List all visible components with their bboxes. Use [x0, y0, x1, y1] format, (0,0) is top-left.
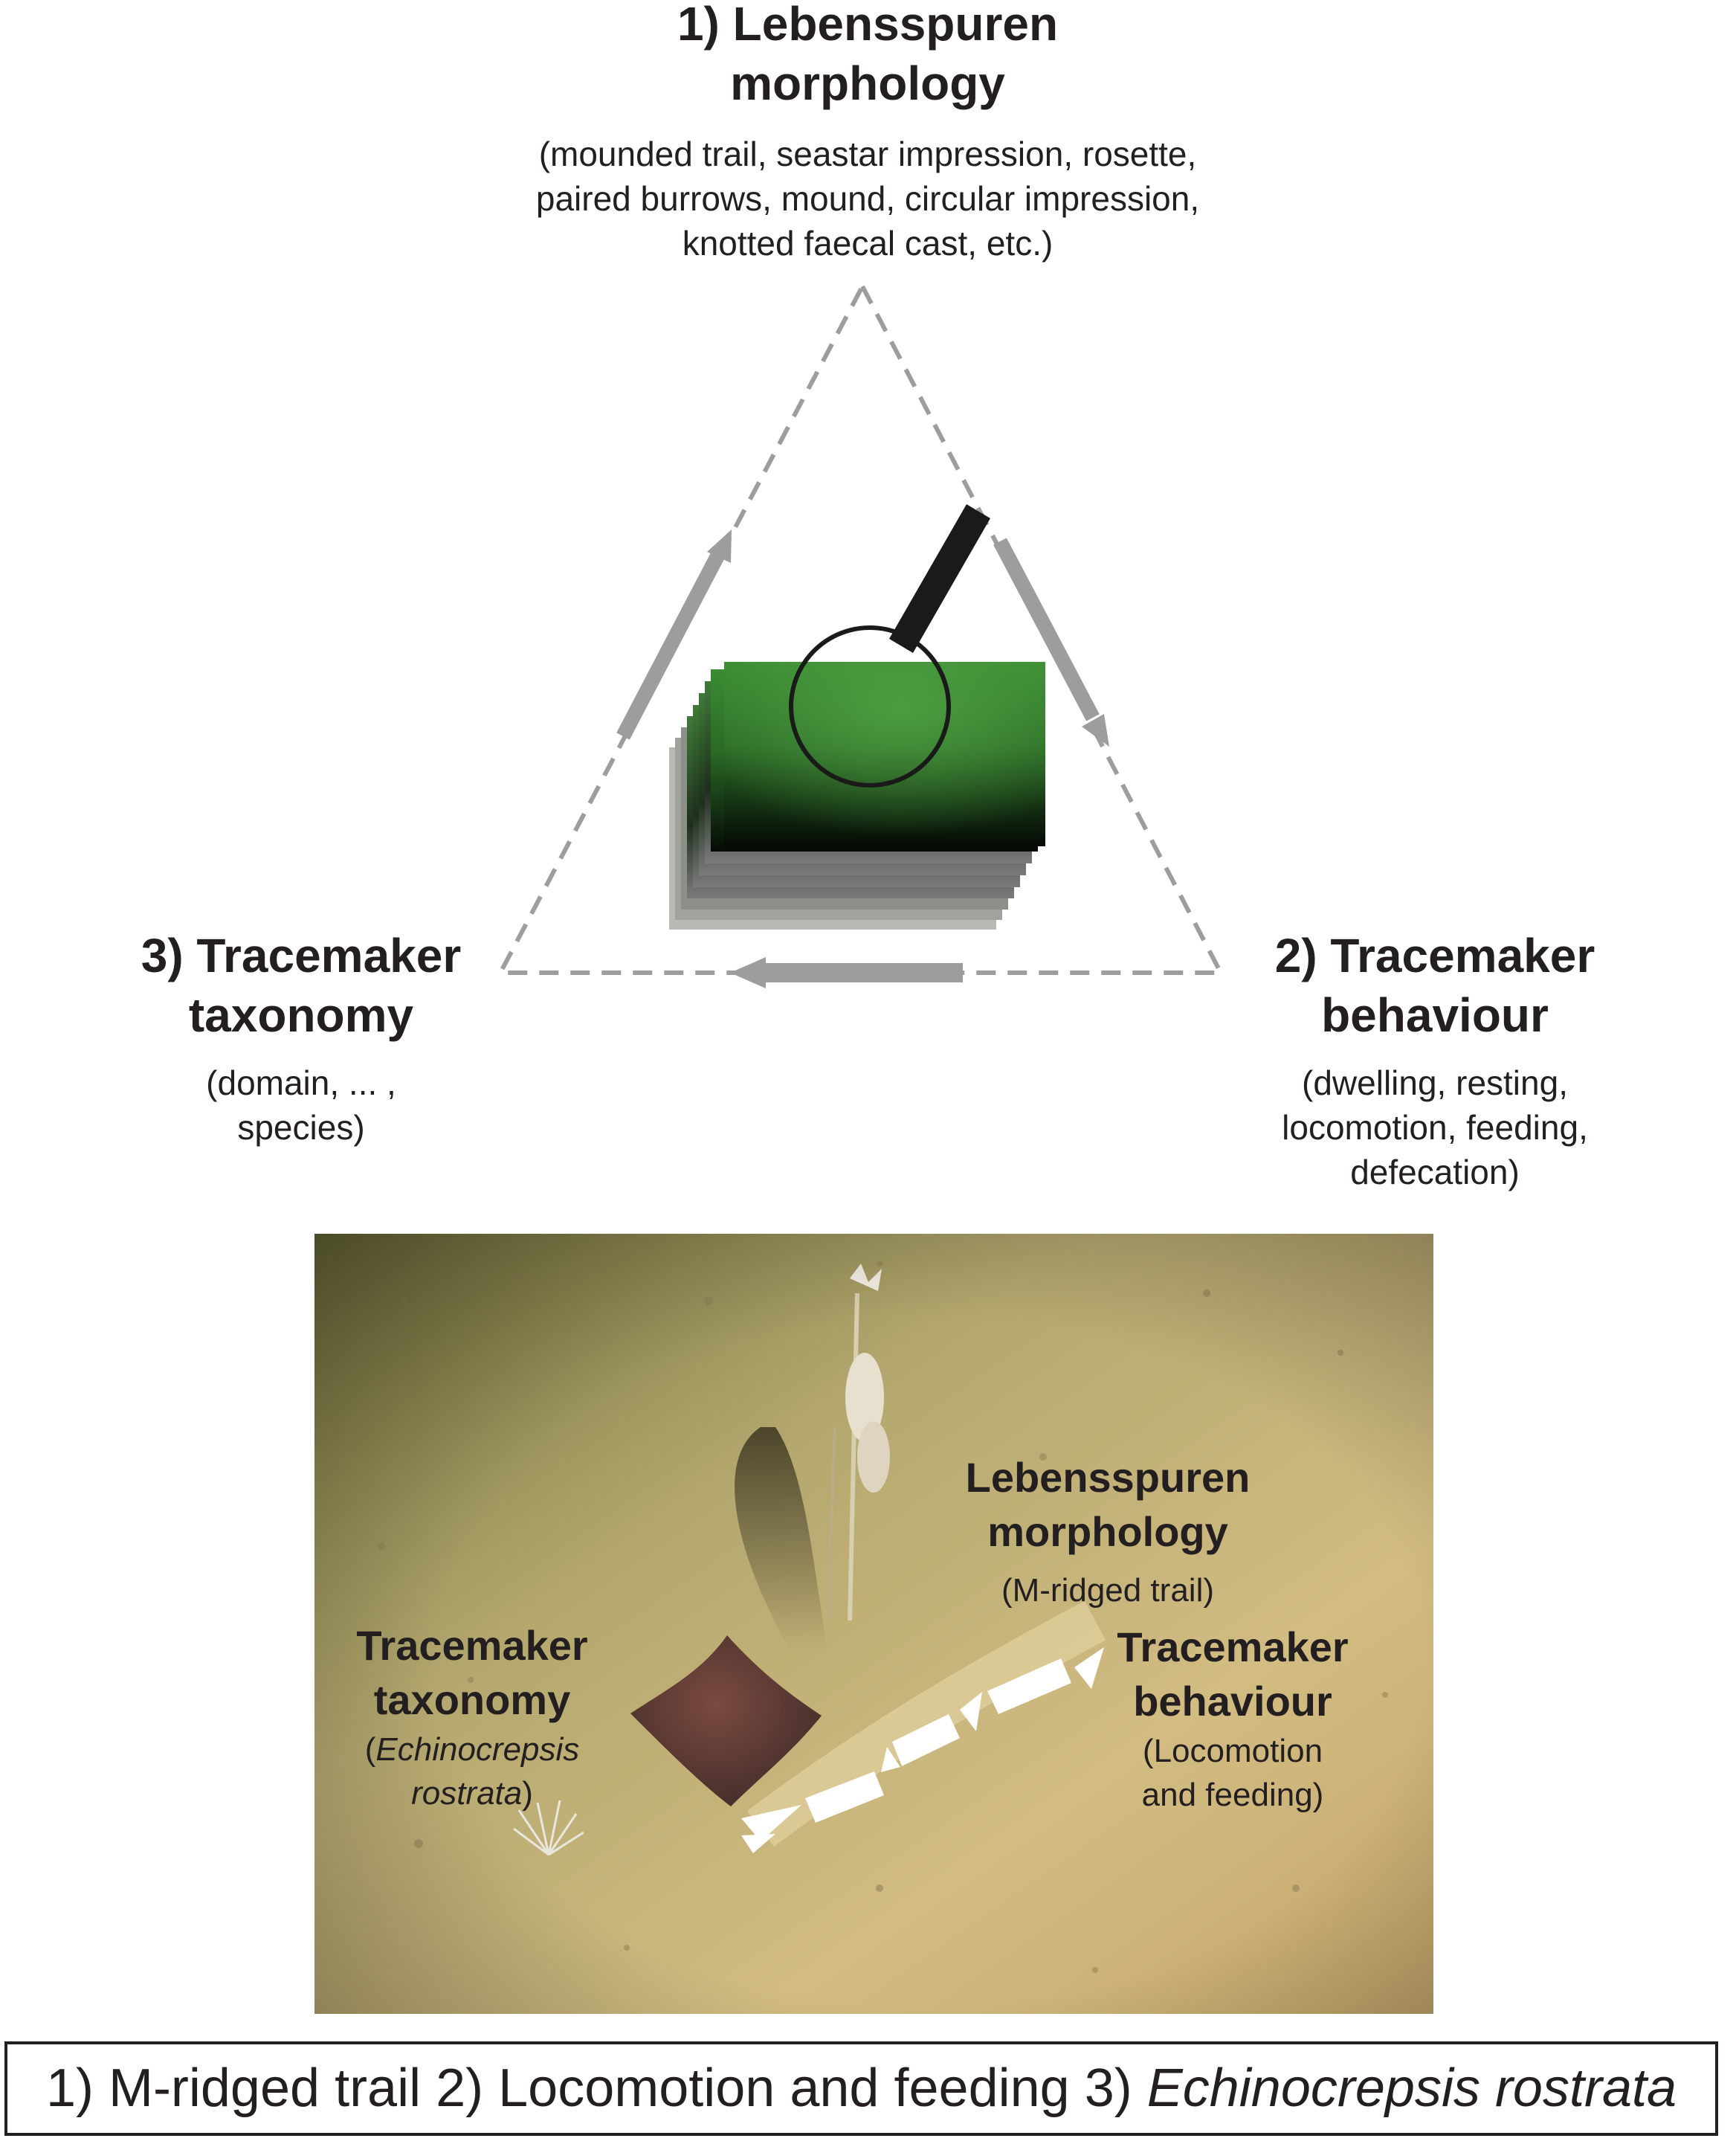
photo-behaviour-title-line1: Tracemaker	[1117, 1623, 1349, 1670]
photo-taxonomy-value-line2: rostrata)	[323, 1771, 621, 1815]
photo-morphology-label: Lebensspuren morphology (M-ridged trail)	[959, 1451, 1256, 1612]
photo-taxonomy-species: rostrata	[411, 1774, 523, 1812]
behaviour-examples-line2: locomotion, feeding,	[1282, 1107, 1588, 1147]
cycle-arrow-icon	[616, 529, 732, 740]
cycle-arrow-icon	[730, 957, 963, 988]
taxonomy-examples-line1: (domain, ... ,	[206, 1063, 396, 1102]
photo-behaviour-value-line1: (Locomotion	[1142, 1732, 1323, 1769]
summary-text: 1) M-ridged trail 2) Locomotion and feed…	[45, 2059, 1132, 2118]
photo-morphology-value: (M-ridged trail)	[1001, 1571, 1215, 1609]
behaviour-examples-line3: defecation)	[1350, 1152, 1520, 1191]
node-behaviour: 2) Tracemaker behaviour (dwelling, resti…	[1204, 926, 1665, 1194]
morphology-examples: (mounded trail, seastar impression, rose…	[422, 132, 1314, 265]
taxonomy-examples: (domain, ... , species)	[71, 1061, 532, 1150]
seafloor-image	[314, 1234, 1433, 2014]
photo-taxonomy-title-line2: taxonomy	[373, 1676, 571, 1723]
photo-behaviour-label: Tracemaker behaviour (Locomotion and fee…	[1103, 1620, 1363, 1817]
morphology-title-line1: 1) Lebensspuren	[677, 0, 1059, 51]
node-morphology: 1) Lebensspuren morphology (mounded trai…	[422, 0, 1314, 265]
image-stack-icon	[669, 662, 1045, 930]
summary-box: 1) M-ridged trail 2) Locomotion and feed…	[4, 2041, 1718, 2136]
summary-species: Echinocrepsis rostrata	[1146, 2059, 1677, 2118]
photo-taxonomy-open-paren: (	[364, 1731, 376, 1768]
morphology-examples-line3: knotted faecal cast, etc.)	[682, 223, 1053, 263]
taxonomy-title-line1: 3) Tracemaker	[141, 929, 462, 982]
photo-morphology-title-line2: morphology	[987, 1507, 1228, 1555]
behaviour-title-line1: 2) Tracemaker	[1274, 929, 1595, 982]
photo-taxonomy-close-paren: )	[522, 1774, 533, 1812]
photo-taxonomy-label: Tracemaker taxonomy (Echinocrepsis rostr…	[323, 1619, 621, 1815]
behaviour-examples-line1: (dwelling, resting,	[1302, 1063, 1568, 1102]
photo-taxonomy-value-line1: (Echinocrepsis	[323, 1728, 621, 1771]
node-taxonomy: 3) Tracemaker taxonomy (domain, ... , sp…	[71, 926, 532, 1150]
magnifier-icon	[789, 504, 990, 788]
photo-taxonomy-title-line1: Tracemaker	[356, 1622, 588, 1669]
seafloor-photo: Lebensspuren morphology (M-ridged trail)…	[314, 1234, 1433, 2014]
photo-taxonomy-genus: Echinocrepsis	[375, 1731, 580, 1768]
morphology-title-line2: morphology	[730, 57, 1005, 110]
taxonomy-title-line2: taxonomy	[188, 988, 414, 1042]
behaviour-examples: (dwelling, resting, locomotion, feeding,…	[1204, 1061, 1665, 1194]
photo-behaviour-value-line2: and feeding)	[1141, 1776, 1324, 1813]
trail-arrows	[741, 1647, 1104, 1853]
cycle-diagram	[497, 281, 1224, 988]
cycle-arrow-icon	[993, 538, 1109, 747]
morphology-examples-line1: (mounded trail, seastar impression, rose…	[538, 135, 1197, 173]
behaviour-title-line2: behaviour	[1321, 988, 1549, 1042]
morphology-examples-line2: paired burrows, mound, circular impressi…	[535, 178, 1200, 218]
photo-behaviour-title-line2: behaviour	[1133, 1677, 1332, 1725]
taxonomy-examples-line2: species)	[237, 1107, 365, 1147]
photo-morphology-title-line1: Lebensspuren	[965, 1454, 1251, 1501]
